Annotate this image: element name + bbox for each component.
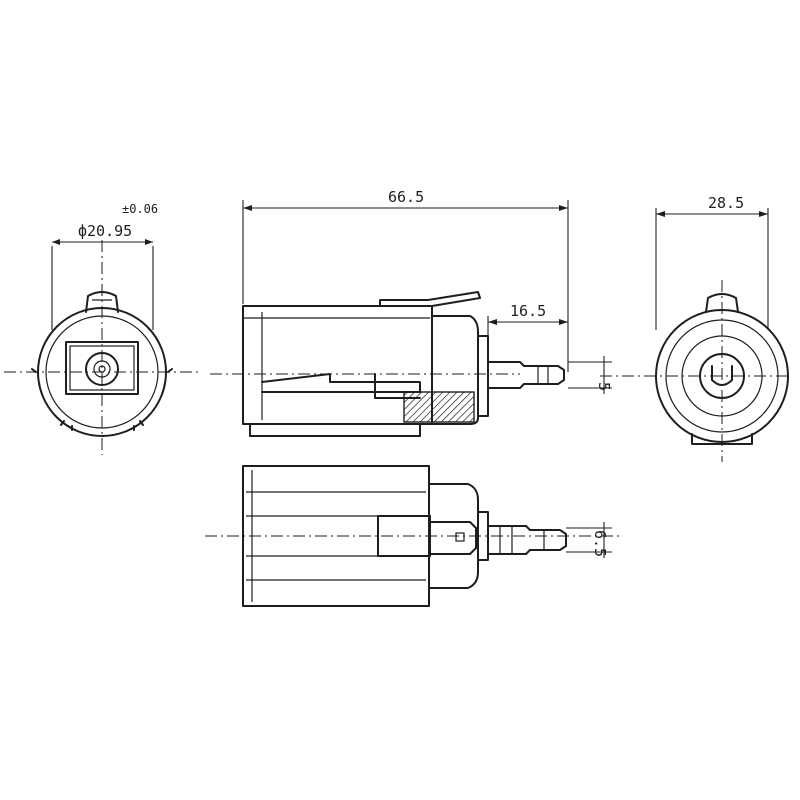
end-view: 28.5 [600, 194, 790, 462]
top-tab-hole [455, 532, 465, 542]
terminal-length-label: 16.5 [510, 302, 546, 320]
front-socket-inner [69, 345, 135, 391]
front-outer-ring [37, 307, 167, 437]
length-arrow-left [243, 205, 252, 211]
front-inner-ring [45, 315, 159, 429]
pin-width-label: 5 [595, 382, 613, 391]
side-view: 66.5 16.5 5 [210, 188, 613, 437]
top-blade-tab [429, 521, 477, 555]
side-top-clip [379, 291, 481, 307]
front-ring-notches [31, 368, 173, 431]
end-inner-ring [681, 335, 763, 417]
front-top-tab [85, 291, 119, 313]
tolerance-label: ±0.06 [122, 202, 158, 216]
end-outer-ring [655, 309, 789, 443]
end-bottom-foot [691, 433, 753, 445]
diameter-arrow-left [52, 239, 60, 245]
top-flange [477, 511, 489, 561]
diameter-label: ф20.95 [78, 222, 132, 240]
top-body [242, 465, 430, 607]
terminal-height-label: 6.5 [591, 530, 609, 557]
width-arrow-left [656, 211, 665, 217]
side-hatched-section [403, 391, 475, 423]
length-arrow-right [559, 205, 568, 211]
front-center-contact [85, 352, 119, 386]
end-terminal-clip [711, 365, 733, 386]
width-arrow-right [759, 211, 768, 217]
terminal-arrow-left [488, 319, 497, 325]
side-flange [477, 335, 489, 417]
length-label: 66.5 [388, 188, 424, 206]
diameter-arrow-right [145, 239, 153, 245]
width-label: 28.5 [708, 194, 744, 212]
front-socket-rect [65, 341, 139, 395]
end-top-tab [705, 293, 739, 313]
front-center-pin [93, 360, 111, 378]
end-terminal-collar [699, 353, 745, 399]
terminal-arrow-right [559, 319, 568, 325]
end-mid-ring [665, 319, 779, 433]
front-view: ф20.95 ±0.06 [4, 202, 200, 455]
top-view: 6.5 [205, 465, 620, 607]
side-terminal [487, 361, 565, 389]
top-terminal [487, 525, 567, 555]
front-center-dot [98, 365, 106, 373]
side-internal-contact [261, 373, 421, 393]
